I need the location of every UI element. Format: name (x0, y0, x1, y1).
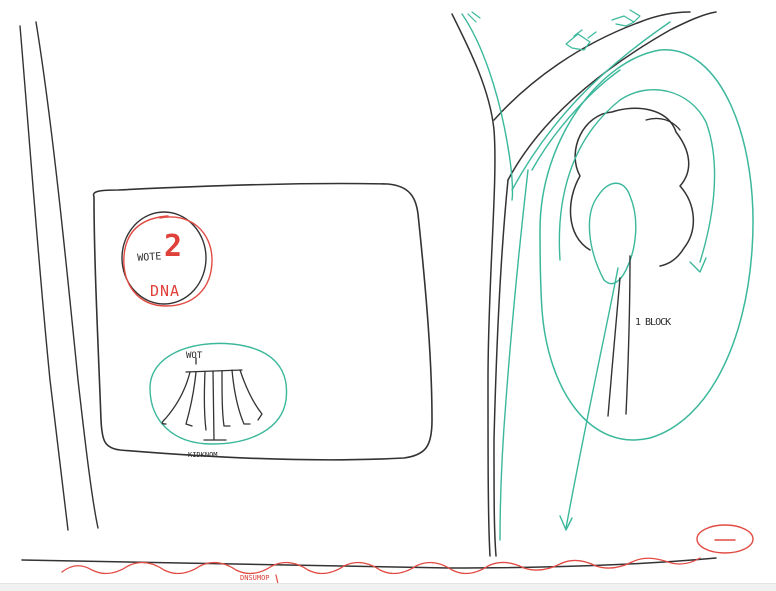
sketch-rectangle (94, 183, 432, 459)
left-circle-word-label: WOTE (137, 252, 162, 264)
teal-teardrop (589, 183, 635, 283)
teal-ellipse-large (540, 50, 753, 440)
tree-trunk-left (608, 278, 620, 416)
small-tree-top-label: WOT (186, 352, 202, 361)
red-circle-bottom-right (697, 525, 753, 553)
tree-canopy-black (571, 108, 694, 266)
teal-arrow-head-right (690, 258, 706, 272)
left-circle-big-label: 2 (164, 232, 182, 262)
small-tree-bottom-label: KIDKNOM (188, 452, 218, 459)
left-vertical-stroke-inner (36, 22, 98, 528)
trunk-left-edge (452, 14, 495, 556)
top-teal-scribbles (468, 10, 640, 50)
trunk-inner-edge (508, 12, 716, 180)
left-circle-under-label: DNA (150, 284, 180, 299)
right-tree-label: 1 BLOCK (635, 318, 670, 328)
tree-trunk-right (626, 256, 630, 414)
bottom-ground-label: DNSUMOP (240, 575, 270, 582)
small-tree-drawing (162, 358, 262, 440)
teal-trunk-line-1 (462, 14, 513, 200)
teal-circle-small (150, 343, 287, 444)
left-vertical-stroke-outer (20, 26, 68, 530)
